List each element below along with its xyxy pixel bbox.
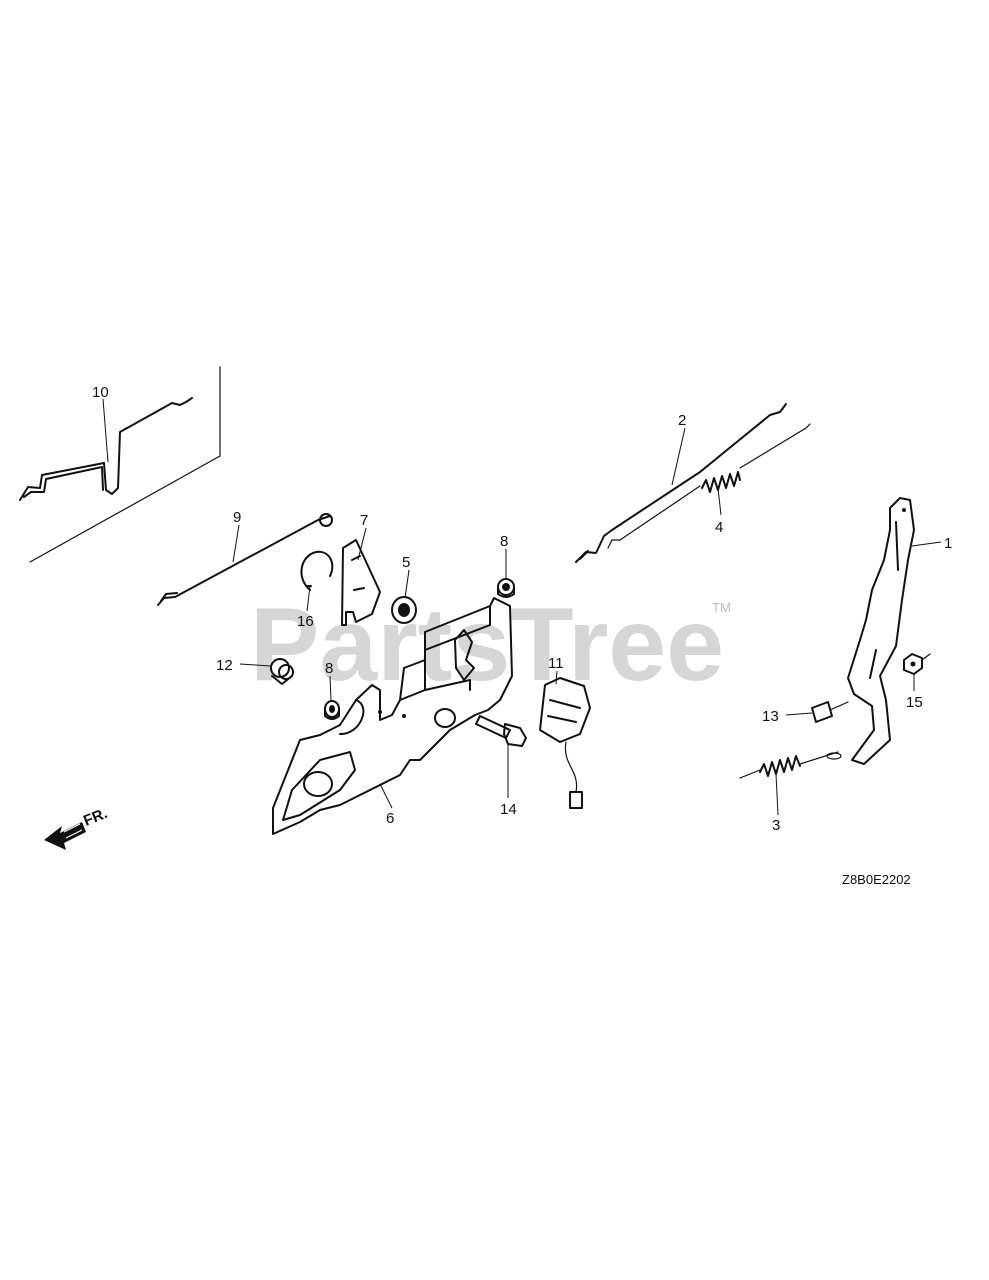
callout-16: 16 <box>297 613 314 630</box>
front-direction-label: FR. <box>81 805 110 830</box>
part-9-rod <box>157 513 333 606</box>
part-12-clip <box>270 658 294 685</box>
callout-8-lower: 8 <box>325 660 333 677</box>
callout-10: 10 <box>92 384 109 401</box>
part-8-collar-lower <box>324 700 340 720</box>
callout-3: 3 <box>772 817 780 834</box>
callout-8-upper: 8 <box>500 533 508 550</box>
callout-13: 13 <box>762 708 779 725</box>
watermark-tm: TM <box>712 600 731 615</box>
watermark: PartsTree <box>250 587 724 703</box>
callout-6: 6 <box>386 810 394 827</box>
callout-12: 12 <box>216 657 233 674</box>
part-11-switch <box>539 677 591 809</box>
callout-5: 5 <box>402 554 410 571</box>
part-13-screw <box>811 701 849 723</box>
part-3-return-spring <box>739 751 842 779</box>
callout-15: 15 <box>906 694 923 711</box>
diagram-code: Z8B0E2202 <box>842 872 911 887</box>
callout-11: 11 <box>548 655 564 672</box>
part-1-control-lever <box>847 497 915 765</box>
part-10-rod <box>19 397 193 501</box>
callout-14: 14 <box>500 801 517 818</box>
callout-2: 2 <box>678 412 686 429</box>
part-2-throttle-rod <box>575 403 787 563</box>
part-14-flange-bolt <box>475 715 527 747</box>
callout-9: 9 <box>233 509 241 526</box>
part-8-collar-upper <box>497 578 515 598</box>
part-15-nut <box>903 653 931 675</box>
panel-outline <box>29 366 221 563</box>
part-16-circlip <box>300 550 334 591</box>
part-5-washer <box>391 596 417 624</box>
part-4-spring-rod <box>607 423 811 549</box>
front-direction-arrow <box>44 822 86 850</box>
callout-7: 7 <box>360 512 368 529</box>
part-6-control-base <box>272 597 513 835</box>
callout-4: 4 <box>715 519 723 536</box>
leader-lines <box>102 398 942 816</box>
callout-1: 1 <box>944 535 952 552</box>
